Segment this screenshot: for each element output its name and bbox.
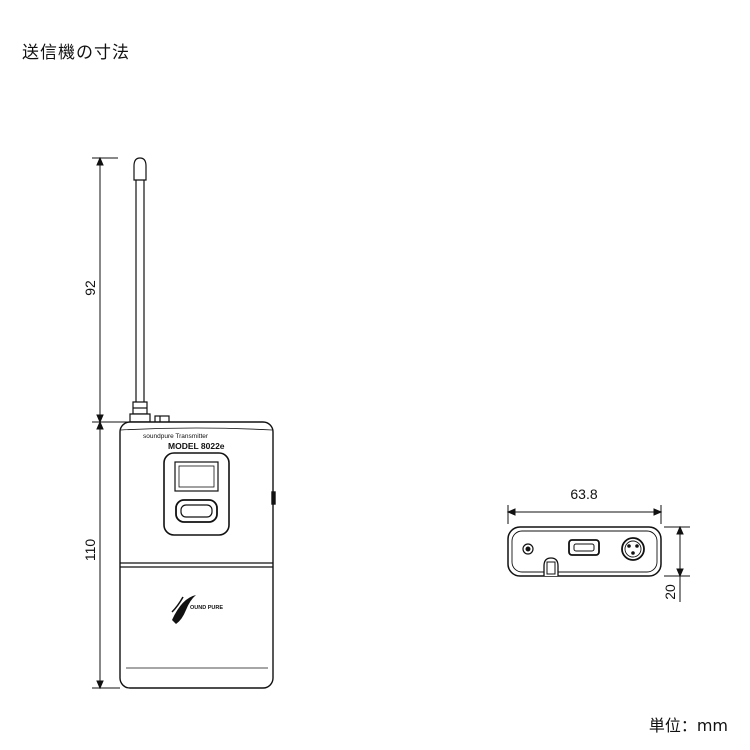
led-indicator: [522, 543, 534, 555]
body-height-label: 110: [82, 539, 98, 562]
slide-switch: [568, 539, 600, 556]
unit-label: 単位：mm: [648, 716, 728, 735]
belt-clip: [543, 557, 559, 576]
transmitter-body: [119, 421, 276, 689]
sound-pure-logo: OUND PURE: [171, 595, 223, 624]
width-dimension-line: [506, 505, 663, 524]
width-label: 63.8: [570, 486, 597, 502]
depth-label: 20: [662, 584, 678, 600]
svg-text:OUND PURE: OUND PURE: [190, 605, 223, 611]
display-panel: [163, 452, 230, 536]
page-title: 送信機の寸法: [22, 43, 130, 63]
model-label: MODEL 8022e: [168, 441, 225, 451]
depth-dimension-line: [664, 525, 690, 602]
power-button: [175, 499, 218, 523]
brand-line-label: soundpure Transmitter: [143, 433, 209, 440]
antenna: [129, 157, 170, 425]
antenna-height-label: 92: [82, 280, 98, 296]
mic-connector: [621, 537, 645, 561]
vertical-dimension-line: [92, 156, 128, 690]
